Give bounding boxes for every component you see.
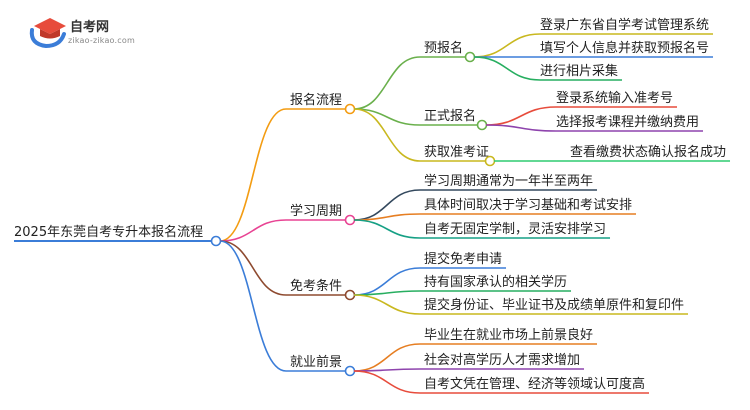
sub-branch-connector: [353, 108, 421, 162]
sub-branch-label: 获取准考证: [424, 145, 489, 160]
leaf-label: 具体时间取决于学习基础和考试安排: [424, 197, 632, 213]
sub-branch-label: 正式报名: [424, 108, 476, 124]
branch-label: 学习周期: [290, 203, 342, 219]
branch-connector: [219, 240, 287, 372]
sub-branch-node: [476, 119, 488, 131]
sub-branch-label: 预报名: [424, 40, 463, 56]
leaf-label: 填写个人信息并获取预报名号: [540, 40, 709, 56]
branch-label: 报名流程: [290, 92, 342, 108]
leaf-label: 自考无固定学制，灵活安排学习: [424, 221, 606, 237]
logo-title: 自考网: [70, 20, 110, 35]
leaf-label: 提交身份证、毕业证书及成绩单原件和复印件: [424, 297, 684, 313]
leaf-label: 查看缴费状态确认报名成功: [570, 144, 726, 160]
leaf-connector: [473, 56, 541, 81]
leaf-connector: [353, 290, 421, 296]
logo: 自考网 zikao-zikao.com: [28, 14, 138, 54]
logo-url: zikao-zikao.com: [68, 36, 135, 45]
branch-connector: [219, 240, 287, 296]
sub-branch-connector: [353, 108, 421, 126]
leaf-connector: [353, 189, 421, 221]
branch-label: 就业前景: [290, 354, 342, 370]
graduation-cap-logo-icon: [29, 18, 66, 49]
leaf-label: 学习周期通常为一年半至两年: [424, 173, 593, 189]
leaf-connector: [353, 213, 421, 221]
leaf-label: 毕业生在就业市场上前景良好: [424, 327, 593, 343]
branch-node: [344, 214, 356, 226]
leaf-label: 提交免考申请: [424, 251, 502, 267]
sub-branch-connector: [353, 56, 421, 110]
sub-branch-node: [464, 51, 476, 63]
leaf-label: 进行相片采集: [540, 63, 618, 79]
leaf-connector: [485, 106, 557, 126]
leaf-label: 选择报考课程并缴纳费用: [556, 115, 699, 130]
leaf-label: 社会对高学历人才需求增加: [424, 352, 580, 368]
leaf-label: 持有国家承认的相关学历: [424, 274, 567, 290]
sub-branch-node: [484, 155, 496, 167]
leaf-connector: [485, 124, 557, 132]
branch-label: 免考条件: [290, 278, 342, 294]
leaf-connector: [353, 219, 421, 239]
leaf-connector: [473, 33, 541, 58]
leaf-label: 自考文凭在管理、经济等领域认可度高: [424, 376, 645, 392]
branch-node: [344, 103, 356, 115]
leaf-label: 登录广东省自学考试管理系统: [540, 17, 709, 33]
root-node: [210, 235, 222, 247]
branch-node: [344, 365, 356, 377]
branch-node: [344, 289, 356, 301]
leaf-connector: [353, 370, 421, 394]
leaf-connector: [353, 343, 421, 372]
branch-connector: [219, 108, 287, 242]
leaf-connector: [353, 294, 421, 315]
leaf-label: 登录系统输入准考号: [556, 90, 673, 106]
root-label: 2025年东莞自考专升本报名流程: [14, 224, 203, 240]
branch-connector: [219, 219, 287, 242]
